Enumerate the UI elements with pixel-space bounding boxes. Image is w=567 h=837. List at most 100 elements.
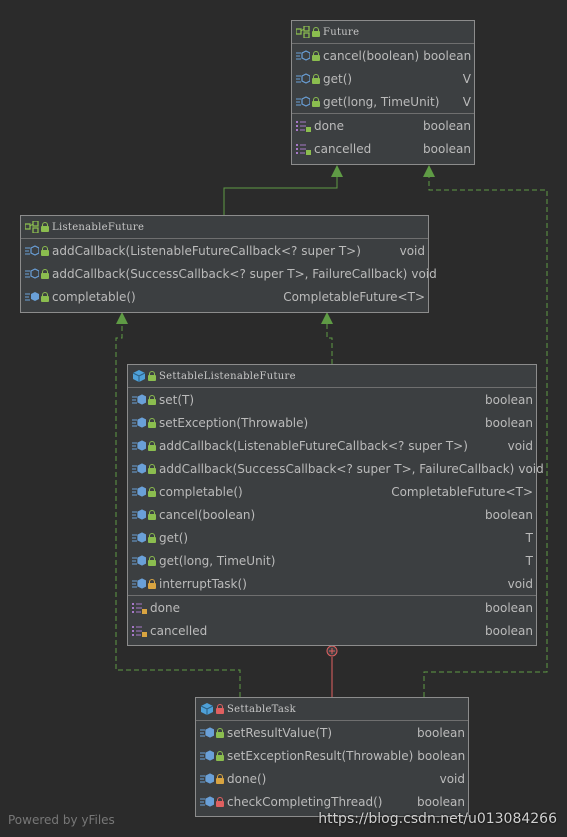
method-row[interactable]: addCallback(SuccessCallback<? super T>, … <box>21 262 437 285</box>
powered-by-label: Powered by yFiles <box>8 813 115 827</box>
method-icon <box>296 72 310 85</box>
node-header: SettableListenableFuture <box>128 365 536 388</box>
member-name: addCallback(ListenableFutureCallback<? s… <box>52 243 361 258</box>
property-icon <box>132 625 148 637</box>
public-lock-icon <box>312 50 320 61</box>
class-node-listenable-future[interactable]: ListenableFuture addCallback(ListenableF… <box>20 215 437 313</box>
edge-settable-to-listenable <box>326 322 333 364</box>
method-row[interactable]: cancel(boolean) boolean <box>128 503 536 526</box>
private-lock-icon <box>216 704 224 714</box>
edge-settable-task-composition <box>326 645 338 697</box>
watermark-url: https://blog.csdn.net/u013084266 <box>318 811 557 827</box>
method-row[interactable]: cancel(boolean) boolean <box>292 44 474 67</box>
member-type: void <box>439 771 465 786</box>
node-title: ListenableFuture <box>52 221 145 233</box>
field-name: cancelled <box>150 623 208 638</box>
method-row[interactable]: set(T)boolean <box>128 388 536 411</box>
field-row[interactable]: cancelled boolean <box>292 137 474 160</box>
member-name: interruptTask() <box>159 576 247 591</box>
protected-lock-icon <box>148 578 156 589</box>
member-type: boolean <box>417 748 466 763</box>
member-type: boolean <box>485 507 533 522</box>
member-name: addCallback(ListenableFutureCallback<? s… <box>159 438 468 453</box>
field-row[interactable]: done boolean <box>292 114 474 137</box>
method-row[interactable]: checkCompletingThread() boolean <box>196 790 468 813</box>
public-lock-icon <box>148 371 156 381</box>
public-lock-icon <box>41 245 49 256</box>
method-icon <box>132 485 146 498</box>
public-lock-icon <box>216 750 224 761</box>
property-icon <box>296 120 312 132</box>
field-type: boolean <box>423 141 471 156</box>
method-icon <box>25 267 39 280</box>
method-row[interactable]: addCallback(ListenableFutureCallback<? s… <box>21 239 428 262</box>
node-title: Future <box>323 26 360 38</box>
member-name: cancel(boolean) <box>159 507 256 522</box>
class-node-future[interactable]: Future cancel(boolean) boolean get() V g… <box>291 20 475 165</box>
method-row[interactable]: addCallback(SuccessCallback<? super T>, … <box>128 457 544 480</box>
public-lock-icon <box>148 555 156 566</box>
node-title: SettableTask <box>227 703 296 715</box>
member-name: checkCompletingThread() <box>227 794 383 809</box>
arrowhead-task-future <box>423 165 435 177</box>
member-type: CompletableFuture<T> <box>391 484 533 499</box>
public-lock-icon <box>312 27 320 37</box>
protected-lock-icon <box>216 773 224 784</box>
method-icon <box>132 416 146 429</box>
member-name: set(T) <box>159 392 195 407</box>
method-icon <box>132 577 146 590</box>
field-type: boolean <box>485 600 533 615</box>
member-name: completable() <box>159 484 243 499</box>
method-row[interactable]: interruptTask() void <box>128 572 536 595</box>
node-header: SettableTask <box>196 698 468 721</box>
method-row[interactable]: done()void <box>196 767 468 790</box>
public-lock-icon <box>148 509 156 520</box>
member-type: boolean <box>417 725 465 740</box>
member-name: setException(Throwable) <box>159 415 309 430</box>
public-lock-icon <box>41 222 49 232</box>
edge-listenable-to-future <box>223 165 343 215</box>
public-lock-icon <box>41 268 49 279</box>
member-type: CompletableFuture<T> <box>283 289 425 304</box>
member-type: T <box>525 530 533 545</box>
method-icon <box>132 439 146 452</box>
member-name: cancel(boolean) <box>323 48 420 63</box>
methods-section: cancel(boolean) boolean get() V get(long… <box>292 44 474 114</box>
public-lock-icon <box>312 96 320 107</box>
method-icon <box>296 95 310 108</box>
method-row[interactable]: get(long, TimeUnit) T <box>128 549 536 572</box>
property-icon <box>132 602 148 614</box>
member-name: get(long, TimeUnit) <box>159 553 276 568</box>
method-icon <box>25 244 39 257</box>
arrowhead-settable-listenable <box>321 312 333 324</box>
field-name: done <box>150 600 180 615</box>
method-row[interactable]: setResultValue(T)boolean <box>196 721 468 744</box>
method-row[interactable]: get()T <box>128 526 536 549</box>
public-lock-icon <box>148 417 156 428</box>
method-row[interactable]: completable() CompletableFuture<T> <box>21 285 428 308</box>
method-row[interactable]: get(long, TimeUnit) V <box>292 90 474 113</box>
method-row[interactable]: completable() CompletableFuture<T> <box>128 480 536 503</box>
member-type: void <box>518 461 544 476</box>
member-type: void <box>507 438 533 453</box>
method-icon <box>132 462 146 475</box>
member-type: void <box>399 243 425 258</box>
method-row[interactable]: addCallback(ListenableFutureCallback<? s… <box>128 434 536 457</box>
property-icon <box>296 143 312 155</box>
member-type: T <box>525 553 533 568</box>
member-type: boolean <box>417 794 465 809</box>
method-icon <box>132 508 146 521</box>
member-type: void <box>507 576 533 591</box>
member-type: boolean <box>423 48 472 63</box>
field-row[interactable]: done boolean <box>128 596 536 619</box>
node-header: Future <box>292 21 474 44</box>
method-row[interactable]: get() V <box>292 67 474 90</box>
method-row[interactable]: setException(Throwable)boolean <box>128 411 536 434</box>
method-row[interactable]: setExceptionResult(Throwable)boolean <box>196 744 468 767</box>
method-icon <box>132 393 146 406</box>
member-name: get() <box>323 71 353 86</box>
